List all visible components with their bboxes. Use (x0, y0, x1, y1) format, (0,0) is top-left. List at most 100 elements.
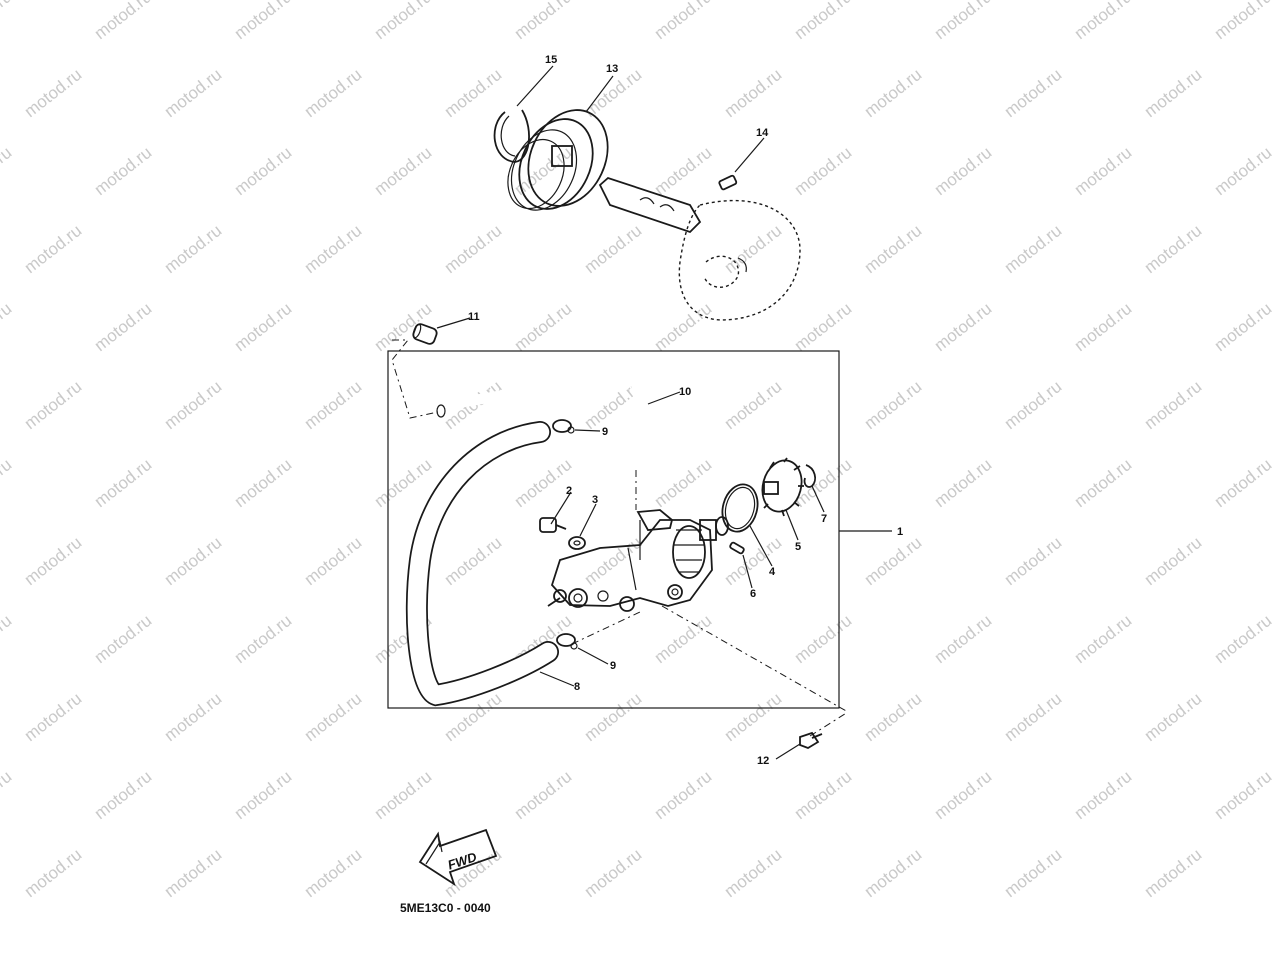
watermark-text: motod.ru (651, 611, 716, 667)
bolt-part-2 (539, 517, 567, 533)
watermark-text: motod.ru (301, 845, 366, 901)
callout-15: 15 (545, 54, 557, 66)
hose-part-8 (405, 421, 559, 707)
watermark-text: motod.ru (931, 299, 996, 355)
connection-lines (391, 339, 849, 737)
watermark-text: motod.ru (1211, 299, 1276, 355)
watermark-text: motod.ru (91, 455, 156, 511)
callout-6: 6 (750, 588, 756, 600)
watermark-text: motod.ru (371, 0, 436, 43)
circlip-part-15 (493, 109, 530, 163)
watermark-text: motod.ru (21, 377, 86, 433)
watermark-text: motod.ru (301, 65, 366, 121)
callout-2: 2 (566, 485, 572, 497)
watermark-text: motod.ru (21, 689, 86, 745)
callout-9-upper: 9 (602, 426, 608, 438)
watermark-text: motod.ru (21, 65, 86, 121)
watermark-text: motod.ru (91, 299, 156, 355)
watermark-text: motod.ru (231, 0, 296, 43)
watermark-text: motod.ru (651, 143, 716, 199)
watermark-text: motod.ru (861, 221, 926, 277)
assembly-frame (387, 350, 840, 709)
pin-part-6 (729, 541, 745, 555)
watermark-text: motod.ru (1071, 611, 1136, 667)
watermark-text: motod.ru (371, 455, 436, 511)
callout-3: 3 (592, 494, 598, 506)
watermark-text: motod.ru (791, 0, 856, 43)
callout-4: 4 (769, 566, 776, 578)
watermark-text: motod.ru (651, 0, 716, 43)
watermark-text: motod.ru (1071, 143, 1136, 199)
watermark-text: motod.ru (91, 767, 156, 823)
watermark-text: motod.ru (1001, 65, 1066, 121)
callout-8: 8 (574, 681, 580, 693)
watermark-text: motod.ru (511, 0, 576, 43)
watermark-text: motod.ru (1141, 845, 1206, 901)
watermark-text: motod.ru (1211, 455, 1276, 511)
bolt-part-12 (799, 731, 823, 749)
watermark-text: motod.ru (1211, 143, 1276, 199)
watermark-text: motod.ru (861, 533, 926, 589)
watermark-text: motod.ru (1141, 65, 1206, 121)
watermark-text: motod.ru (791, 299, 856, 355)
washer-part-3 (568, 536, 586, 550)
watermark-text: motod.ru (791, 455, 856, 511)
watermark-text: motod.ru (721, 221, 786, 277)
callout-9-lower: 9 (610, 660, 616, 672)
watermark-text: motod.ru (931, 0, 996, 43)
watermark-text: motod.ru (0, 611, 15, 667)
watermark-text: motod.ru (861, 65, 926, 121)
watermark-text: motod.ru (161, 845, 226, 901)
watermark-text: motod.ru (0, 143, 15, 199)
watermark-text: motod.ru (301, 689, 366, 745)
watermark-text: motod.ru (1071, 767, 1136, 823)
watermark-text: motod.ru (91, 0, 156, 43)
watermark-text: motod.ru (1001, 221, 1066, 277)
watermark-text: motod.ru (301, 221, 366, 277)
watermark-text: motod.ru (861, 845, 926, 901)
watermark-text: motod.ru (21, 533, 86, 589)
callout-7: 7 (821, 513, 827, 525)
callout-14: 14 (756, 127, 769, 139)
callout-5: 5 (795, 541, 801, 553)
watermark-text: motod.ru (1141, 377, 1206, 433)
watermark-text: motod.ru (511, 767, 576, 823)
watermark-text: motod.ru (371, 143, 436, 199)
oil-pump-body (547, 509, 729, 612)
watermark-text: motod.ru (581, 689, 646, 745)
watermark-text: motod.ru (721, 845, 786, 901)
watermark-text: motod.ru (581, 533, 646, 589)
watermark-text: motod.ru (231, 767, 296, 823)
watermark-text: motod.ru (1001, 845, 1066, 901)
callout-labels: 1 2 3 4 5 6 7 8 9 9 10 11 12 13 14 15 (468, 54, 903, 767)
watermark-text: motod.ru (931, 767, 996, 823)
watermark-text: motod.ru (161, 377, 226, 433)
diagram-code: 5ME13C0 - 0040 (400, 901, 491, 915)
watermark-text: motod.ru (721, 377, 786, 433)
watermark-text: motod.ru (511, 455, 576, 511)
watermark-text: motod.ru (721, 533, 786, 589)
clamp-part-9-upper (552, 419, 575, 434)
watermark-text: motod.ru (581, 221, 646, 277)
leader-lines (436, 65, 892, 760)
watermark-text: motod.ru (161, 65, 226, 121)
cap-part-11 (412, 323, 438, 345)
watermark-text: motod.ru (441, 65, 506, 121)
watermark-text: motod.ru (1211, 611, 1276, 667)
watermark-text: motod.ru (21, 845, 86, 901)
callout-1: 1 (897, 526, 903, 538)
watermark-text: motod.ru (441, 533, 506, 589)
callout-10: 10 (679, 386, 691, 398)
watermark-text: motod.ru (791, 143, 856, 199)
watermark-text: motod.ru (651, 299, 716, 355)
watermark-text: motod.ru (861, 377, 926, 433)
watermark-text: motod.ru (1071, 299, 1136, 355)
watermark-text: motod.ru (231, 611, 296, 667)
pulley-part-13 (507, 109, 609, 211)
watermark-text: motod.ru (1001, 377, 1066, 433)
watermark-text: motod.ru (161, 533, 226, 589)
watermark-text: motod.ru (931, 455, 996, 511)
watermark-text: motod.ru (1141, 533, 1206, 589)
watermark-text: motod.ru (301, 377, 366, 433)
